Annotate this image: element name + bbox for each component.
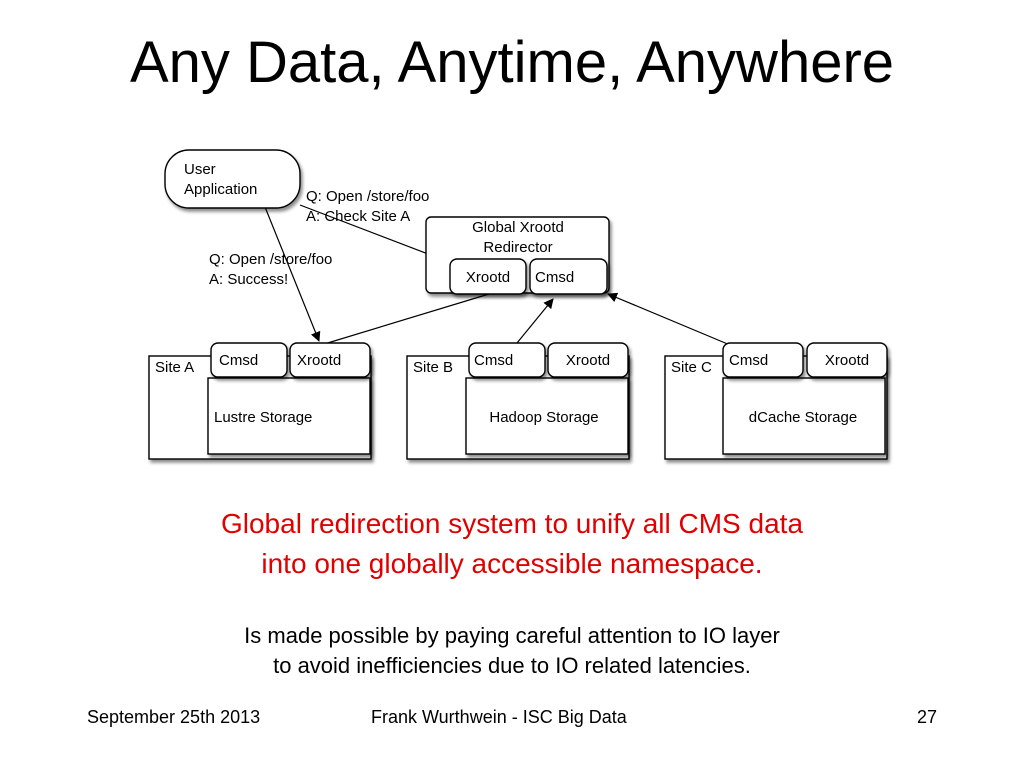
footer-presenter: Frank Wurthwein - ISC Big Data <box>371 707 627 727</box>
site-b-cmsd-label: Cmsd <box>474 352 513 369</box>
redirector-cmsd-box <box>529 258 608 295</box>
redirector-cmsd-label: Cmsd <box>535 269 574 286</box>
site-c-node: Site C dCache Storage Cmsd Xrootd <box>664 342 888 460</box>
footer-page-number: 27 <box>917 707 938 727</box>
site-b-cmsd-box <box>468 342 546 378</box>
site-b-storage-label: Hadoop Storage <box>489 409 598 426</box>
site-a-label: Site A <box>155 359 194 376</box>
site-query-label: Q: Open /store/foo <box>209 251 332 268</box>
site-b-storage-box <box>465 377 629 455</box>
site-answer-label: A: Success! <box>209 271 288 288</box>
connector-user-to-site-a <box>264 206 321 342</box>
site-a-cmsd-box <box>210 342 288 378</box>
site-a-cmsd-label: Cmsd <box>219 352 258 369</box>
slide-title: Any Data, Anytime, Anywhere <box>129 30 895 95</box>
site-c-label: Site C <box>671 359 712 376</box>
connector-site-b-to-redirector <box>516 298 554 344</box>
user-application-label-2: Application <box>184 181 257 198</box>
site-c-cmsd-label: Cmsd <box>729 352 768 369</box>
site-c-xrootd-label: Xrootd <box>825 352 869 369</box>
redirector-xrootd-label: Xrootd <box>466 269 510 286</box>
site-b-label: Site B <box>413 359 453 376</box>
site-b-xrootd-label: Xrootd <box>566 352 610 369</box>
highlight-line-1: Global redirection system to unify all C… <box>220 508 804 539</box>
user-application-node: User Application <box>164 149 301 209</box>
redirector-answer-label: A: Check Site A <box>306 208 410 225</box>
site-b-node: Site B Hadoop Storage Cmsd Xrootd <box>406 342 630 460</box>
connector-user-to-redirector <box>299 204 450 264</box>
connector-redirector-to-site-a <box>320 293 490 346</box>
site-b-xrootd-box <box>547 342 629 378</box>
site-a-xrootd-label: Xrootd <box>297 352 341 369</box>
site-c-xrootd-box <box>806 342 888 378</box>
site-a-node: Site A Lustre Storage Cmsd Xrootd <box>148 342 372 460</box>
site-c-storage-label: dCache Storage <box>749 409 857 426</box>
note-line-2: to avoid inefficiencies due to IO relate… <box>273 653 751 678</box>
footer-date: September 25th 2013 <box>87 707 261 727</box>
site-a-storage-label: Lustre Storage <box>214 409 312 426</box>
redirector-query-label: Q: Open /store/foo <box>306 188 429 205</box>
site-a-storage-box <box>207 377 371 455</box>
redirector-title: Global Xrootd <box>472 219 564 236</box>
connector-site-c-to-redirector <box>607 292 731 346</box>
highlight-line-2: into one globally accessible namespace. <box>261 548 763 579</box>
global-redirector-node: Global Xrootd Redirector Xrootd Cmsd <box>425 216 610 295</box>
site-c-storage-box <box>722 377 886 455</box>
site-c-cmsd-box <box>722 342 804 378</box>
user-application-label: User <box>184 161 216 178</box>
redirector-xrootd-box <box>449 258 527 295</box>
redirector-subtitle: Redirector <box>483 239 552 256</box>
site-a-xrootd-box <box>289 342 371 378</box>
note-line-1: Is made possible by paying careful atten… <box>244 623 780 648</box>
